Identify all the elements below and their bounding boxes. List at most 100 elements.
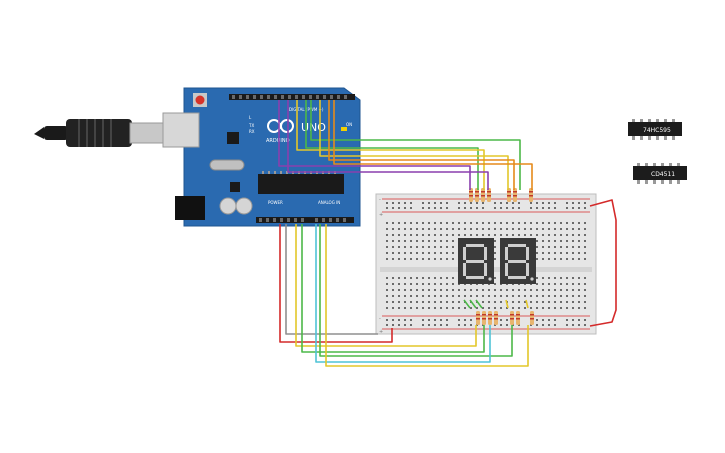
breadboard-hole[interactable] (446, 319, 448, 321)
wire-green-jumper[interactable] (463, 299, 471, 309)
breadboard-hole[interactable] (464, 234, 466, 236)
breadboard-hole[interactable] (530, 207, 532, 209)
breadboard-hole[interactable] (410, 319, 412, 321)
breadboard-hole[interactable] (452, 246, 454, 248)
breadboard-hole[interactable] (524, 289, 526, 291)
breadboard-hole[interactable] (386, 222, 388, 224)
chip-cd4511[interactable]: CD4511 (633, 163, 687, 184)
breadboard-hole[interactable] (398, 258, 400, 260)
breadboard-hole[interactable] (530, 234, 532, 236)
breadboard-hole[interactable] (584, 222, 586, 224)
breadboard-hole[interactable] (554, 222, 556, 224)
breadboard-hole[interactable] (566, 252, 568, 254)
breadboard-hole[interactable] (554, 307, 556, 309)
breadboard-hole[interactable] (548, 234, 550, 236)
breadboard-hole[interactable] (572, 207, 574, 209)
breadboard-hole[interactable] (554, 319, 556, 321)
breadboard-hole[interactable] (512, 222, 514, 224)
breadboard-hole[interactable] (398, 277, 400, 279)
breadboard-hole[interactable] (542, 202, 544, 204)
breadboard-hole[interactable] (446, 234, 448, 236)
breadboard-hole[interactable] (470, 228, 472, 230)
breadboard-hole[interactable] (572, 258, 574, 260)
breadboard-hole[interactable] (536, 202, 538, 204)
breadboard-hole[interactable] (416, 252, 418, 254)
breadboard-hole[interactable] (560, 307, 562, 309)
breadboard-hole[interactable] (524, 228, 526, 230)
breadboard-hole[interactable] (410, 240, 412, 242)
breadboard-hole[interactable] (434, 246, 436, 248)
breadboard-hole[interactable] (404, 258, 406, 260)
breadboard-hole[interactable] (428, 240, 430, 242)
wire-gray[interactable] (285, 224, 378, 335)
breadboard-hole[interactable] (536, 295, 538, 297)
breadboard-hole[interactable] (440, 252, 442, 254)
resistor[interactable] (487, 188, 491, 202)
breadboard-hole[interactable] (440, 307, 442, 309)
breadboard-hole[interactable] (440, 277, 442, 279)
breadboard-hole[interactable] (410, 246, 412, 248)
resistor[interactable] (494, 311, 498, 325)
breadboard-hole[interactable] (386, 252, 388, 254)
breadboard-hole[interactable] (512, 228, 514, 230)
breadboard-hole[interactable] (476, 207, 478, 209)
breadboard-hole[interactable] (548, 277, 550, 279)
breadboard-hole[interactable] (536, 319, 538, 321)
breadboard-hole[interactable] (584, 277, 586, 279)
breadboard-hole[interactable] (440, 228, 442, 230)
breadboard-hole[interactable] (578, 289, 580, 291)
breadboard-hole[interactable] (446, 202, 448, 204)
breadboard-hole[interactable] (488, 295, 490, 297)
wire-green[interactable] (310, 100, 521, 190)
breadboard-hole[interactable] (458, 295, 460, 297)
breadboard-hole[interactable] (446, 240, 448, 242)
breadboard-hole[interactable] (542, 234, 544, 236)
breadboard-hole[interactable] (392, 246, 394, 248)
breadboard-hole[interactable] (572, 301, 574, 303)
breadboard-hole[interactable] (482, 307, 484, 309)
breadboard-hole[interactable] (482, 234, 484, 236)
breadboard-hole[interactable] (554, 277, 556, 279)
breadboard-hole[interactable] (542, 240, 544, 242)
chip-74hc595[interactable]: 74HC595 (628, 119, 682, 140)
breadboard-hole[interactable] (398, 324, 400, 326)
breadboard-hole[interactable] (536, 240, 538, 242)
breadboard-hole[interactable] (440, 258, 442, 260)
breadboard-hole[interactable] (422, 207, 424, 209)
wire-red-rail[interactable] (589, 199, 617, 327)
breadboard-hole[interactable] (410, 207, 412, 209)
breadboard-hole[interactable] (566, 307, 568, 309)
breadboard-hole[interactable] (440, 295, 442, 297)
resistor[interactable] (507, 188, 511, 202)
breadboard-hole[interactable] (464, 324, 466, 326)
breadboard-hole[interactable] (446, 289, 448, 291)
breadboard-hole[interactable] (578, 277, 580, 279)
breadboard-hole[interactable] (530, 295, 532, 297)
breadboard-hole[interactable] (548, 295, 550, 297)
breadboard-hole[interactable] (458, 307, 460, 309)
breadboard-hole[interactable] (512, 207, 514, 209)
breadboard-hole[interactable] (542, 222, 544, 224)
wire-purple[interactable] (287, 100, 489, 190)
breadboard-hole[interactable] (560, 277, 562, 279)
breadboard-hole[interactable] (452, 252, 454, 254)
breadboard-hole[interactable] (536, 258, 538, 260)
breadboard-hole[interactable] (584, 283, 586, 285)
breadboard-hole[interactable] (494, 307, 496, 309)
breadboard-hole[interactable] (506, 319, 508, 321)
breadboard-hole[interactable] (494, 283, 496, 285)
wire-green-jumper[interactable] (475, 299, 483, 309)
breadboard-hole[interactable] (518, 289, 520, 291)
breadboard-hole[interactable] (518, 295, 520, 297)
breadboard-hole[interactable] (566, 228, 568, 230)
breadboard-hole[interactable] (500, 234, 502, 236)
breadboard-hole[interactable] (416, 234, 418, 236)
breadboard-hole[interactable] (566, 301, 568, 303)
resistor[interactable] (530, 311, 534, 325)
breadboard-hole[interactable] (458, 324, 460, 326)
breadboard-hole[interactable] (386, 258, 388, 260)
breadboard-hole[interactable] (512, 301, 514, 303)
breadboard-hole[interactable] (578, 222, 580, 224)
breadboard-hole[interactable] (584, 246, 586, 248)
